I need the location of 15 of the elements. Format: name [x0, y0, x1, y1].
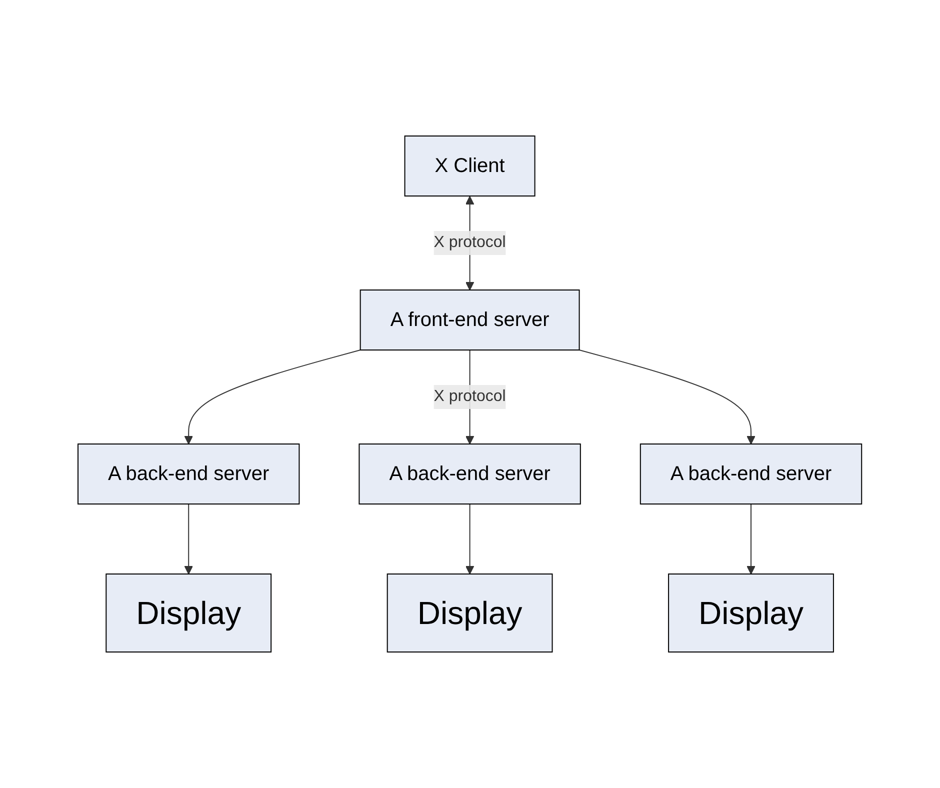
node-box: A back-end server	[640, 444, 862, 504]
arrow	[746, 504, 756, 574]
node-box: A front-end server	[360, 290, 580, 350]
node-box: A back-end server	[358, 444, 582, 504]
edge-label: X protocol	[434, 234, 506, 251]
arrow	[184, 349, 361, 444]
node-box: Display	[668, 574, 834, 652]
arrow	[578, 349, 756, 444]
node-box: X Client	[404, 136, 536, 196]
edge-label: X protocol	[434, 388, 506, 405]
node-box: Display	[106, 574, 272, 652]
arrow	[466, 504, 474, 574]
node-box: A back-end server	[78, 444, 300, 504]
arrow	[184, 504, 194, 574]
node-box: Display	[387, 574, 553, 652]
